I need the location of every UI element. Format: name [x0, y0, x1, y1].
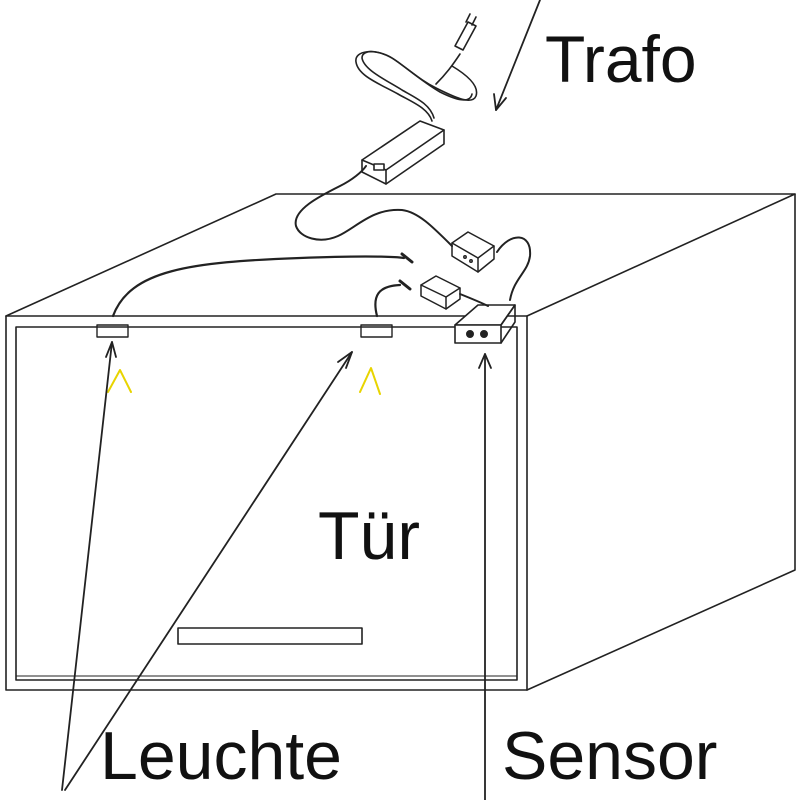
led-lights	[96, 324, 393, 338]
cabinet-front-face	[5, 315, 528, 691]
transformer-icon	[361, 120, 445, 185]
connector-plug	[398, 279, 412, 291]
sensor-cable	[496, 236, 532, 301]
cabinet	[5, 193, 796, 691]
pointer-arrow-sensor	[478, 353, 492, 800]
plug-icon	[454, 13, 477, 51]
sensor-icon	[454, 304, 516, 344]
label-door: Tür	[318, 498, 420, 574]
label-sensor: Sensor	[502, 718, 718, 794]
led-light-icon	[360, 324, 393, 338]
light-beam-left	[107, 369, 132, 393]
light-beam-right	[359, 367, 381, 395]
pointer-arrows-leuchte	[61, 341, 353, 791]
light-cable-left	[111, 255, 406, 318]
label-transformer: Trafo	[545, 22, 697, 96]
connector-box-icon	[451, 231, 495, 273]
pointer-arrow-trafo	[493, 0, 541, 111]
transformer-cable	[294, 165, 453, 247]
connector-box-icon	[420, 275, 461, 310]
cabinet-side-face	[526, 193, 796, 691]
light-beams	[107, 367, 381, 395]
door-panel	[15, 326, 518, 681]
led-light-icon	[96, 324, 129, 338]
sensor-cable-2	[459, 293, 489, 307]
cabinet-top-face	[5, 193, 796, 317]
label-light: Leuchte	[100, 718, 342, 794]
power-cable	[355, 50, 478, 122]
light-cable-right	[374, 283, 402, 318]
connector-plug	[400, 252, 414, 264]
door-handle	[177, 627, 363, 645]
